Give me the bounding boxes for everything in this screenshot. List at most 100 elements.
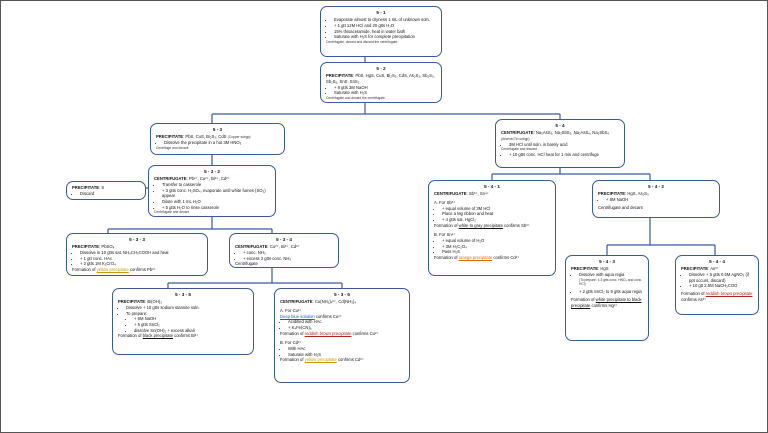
- step-item: + equal volume of 3M HCl: [442, 206, 550, 212]
- species-line: PRECIPITATE: PbS, HgS, CuS, Bi₂S₃, CdS, …: [326, 73, 435, 84]
- step-item: To prepare:: [126, 311, 248, 317]
- step-note: Centrifugate and decant: [598, 204, 643, 210]
- step-item: + 5 gtts H₂O to rinse casserole: [162, 205, 270, 211]
- step-5-4-2-box: 5 - 4 - 2 PRECIPITATE: HgS, As₂S₃ + 8M N…: [592, 180, 720, 218]
- species-line: PRECIPITATE: S: [72, 185, 105, 190]
- confirm-highlight: yellow precipitate: [96, 266, 129, 272]
- species-line: PRECIPITATE: Bi(OH)₃: [118, 299, 162, 305]
- species-label: CENTRIFUGATE: [154, 176, 187, 182]
- test-a-label: A. For Sb³⁺: [434, 199, 456, 205]
- step-item: Saturate with H₂S: [288, 352, 404, 358]
- step-5-3-2-box: 5 - 3 - 2 CENTRIFUGATE: Pb²⁺, Cu²⁺, Bi³⁺…: [148, 165, 276, 217]
- substep-list: + 6M NaOH + 5 gtts SnCl₂ dissolve Sn(OH)…: [118, 316, 248, 333]
- species-text: As³⁺: [710, 266, 719, 272]
- step-item: Evaporate almost to dryness 1 mL of unkn…: [334, 17, 436, 23]
- step-item: + excess 3 gtts conc. NH₃: [243, 256, 333, 262]
- step-item: Dissolve with aqua regia: [579, 272, 643, 278]
- step-list: Dissolve in 10 gtts sat. NH₄CH₃COOH and …: [72, 250, 202, 267]
- step-5-3-5-box: 5 - 3 - 5 PRECIPITATE: Bi(OH)₃ Dissolve …: [112, 288, 254, 355]
- step-item: Dissolve + 5 gtts 0.5M AgNO₃ (if ppt occ…: [689, 272, 753, 283]
- species-line: CENTRIFUGATE: Sb³⁺, Sn⁴⁺: [434, 191, 490, 197]
- confirm-prefix: Formation of: [280, 357, 305, 363]
- step-5-4-4-box: 5 - 4 - 4 PRECIPITATE: As³⁺ Dissolve + 5…: [675, 255, 759, 315]
- confirmation-line: Formation of yellow precipitate confirms…: [280, 357, 404, 363]
- confirm-suffix: confirms Pb²⁺: [128, 266, 156, 272]
- step-item: + 2 gtts 1M K₂CrO₄: [80, 261, 202, 267]
- observation-suffix: confirms Cu²⁺: [314, 313, 342, 319]
- test-b-label: B. For Sn⁴⁺: [434, 232, 456, 238]
- step-title: 5 - 4 - 4: [709, 259, 725, 264]
- step-item: + 3 gtts conc. H₂SO₄, evaporate until wh…: [162, 188, 270, 199]
- connector-32-33-34: [107, 217, 273, 233]
- species-line: CENTRIFUGATE: Pb²⁺, Cu²⁺, Bi³⁺, Cd²⁺: [154, 176, 230, 182]
- step-note: Centrifugate and decant the centrifugate…: [326, 95, 386, 100]
- species-text: PbSO₄: [101, 244, 115, 250]
- step-item: + 1 gtt 12M HCl and 20 gtts H₂O: [334, 23, 436, 29]
- step-item: + 8 gtts 3M NaOH: [334, 85, 436, 91]
- species-text: Bi(OH)₃: [147, 299, 162, 305]
- step-5-4-1-box: 5 - 4 - 1 CENTRIFUGATE: Sb³⁺, Sn⁴⁺ A. Fo…: [428, 180, 556, 276]
- confirm-highlight: yellow precipitate: [304, 357, 337, 363]
- confirmation-line: Formation of reddish brown precipitate c…: [280, 331, 404, 337]
- step-item: 15% thioacetamide, heat in water bath: [334, 29, 436, 35]
- step-item: + conc. NH₃: [243, 250, 333, 256]
- species-text: HgS: [600, 266, 609, 272]
- confirm-prefix: Formation of: [72, 266, 97, 272]
- species-label: CENTRIFUGATE: [235, 244, 268, 250]
- step-item: With HAc: [288, 346, 404, 352]
- step-item: Dissolve in 10 gtts sat. NH₄CH₃COOH and …: [80, 250, 202, 256]
- species-label: PRECIPITATE: [681, 266, 709, 272]
- confirm-prefix: Formation of: [280, 330, 305, 336]
- step-5-2-box: 5 - 2 PRECIPITATE: PbS, HgS, CuS, Bi₂S₃,…: [320, 62, 442, 103]
- step-item: Discard: [80, 191, 140, 197]
- confirm-prefix: Formation of: [118, 333, 143, 339]
- confirm-prefix: Formation of: [434, 254, 459, 260]
- species-label: CENTRIFUGATE: [280, 299, 313, 305]
- step-list: + conc. NH₃ + excess 3 gtts conc. NH₃: [235, 250, 333, 261]
- confirm-suffix: confirms Cd²⁺: [336, 357, 364, 363]
- step-5-3-3-box: 5 - 3 - 3 PRECIPITATE: PbSO₄ Dissolve in…: [66, 233, 208, 276]
- species-text: Cu(NH₃)₄²⁺, Cd(NH₃)₄: [314, 299, 356, 305]
- step-item: Dissolve the precipitate in a hot 3M HNO…: [164, 140, 279, 146]
- species-text: Pb²⁺, Cu²⁺, Bi³⁺, Cd²⁺: [188, 176, 230, 182]
- step-list: Dissolve the precipitate in a hot 3M HNO…: [156, 140, 279, 146]
- species-label: PRECIPITATE: [72, 244, 100, 250]
- species-text: HgS, As₂S₃: [627, 191, 649, 197]
- step-list: + 8 gtts 3M NaOH Saturate with H₂S: [326, 85, 436, 96]
- connector-34-35-36: [167, 268, 343, 288]
- confirmation-line: Formation of white precipitate to black …: [571, 297, 643, 308]
- step-5-1-box: 5 - 1 Evaporate almost to dryness 1 mL o…: [320, 6, 442, 57]
- confirm-suffix: confirms Hg²⁺: [590, 302, 618, 308]
- step-item: Transfer to casserole: [162, 182, 270, 188]
- precipitate-sulfur-box: PRECIPITATE: S Discard: [66, 181, 146, 200]
- step-list: Dissolve + 10 gtts sodium stannite soln.…: [118, 305, 248, 316]
- confirmation-line: Formation of black precipitate confirms …: [118, 333, 248, 339]
- substep-item: + 5 gtts SnCl₂: [134, 322, 248, 328]
- step-5-3-box: 5 - 3 PRECIPITATE: PbS, CuS, Bi₂S₃, CdS …: [150, 123, 285, 155]
- step-note: Centrifuge and decant: [156, 145, 189, 150]
- species-line: CENTRIFUGATE: Na₃AsS₃, Na₃SbS₃, Na₂AsS₄,…: [501, 130, 609, 141]
- species-line: PRECIPITATE: PbSO₄: [72, 244, 115, 250]
- step-item: Pass H₂S: [442, 249, 550, 255]
- confirm-highlight: reddish brown precipitate: [304, 330, 352, 336]
- step-title: 5 - 3 - 6: [334, 292, 350, 297]
- species-text: Sb³⁺, Sn⁴⁺: [468, 191, 490, 197]
- step-item: Saturate with H₂S for complete precipita…: [334, 34, 436, 40]
- step-list: Transfer to casserole + 3 gtts conc. H₂S…: [154, 182, 270, 210]
- step-item: Dilute with 1 mL H₂O: [162, 199, 270, 205]
- step-note: Centrifugate: [235, 261, 258, 267]
- step-item: + K₄Fe(CN)₆: [288, 325, 404, 331]
- confirm-suffix: confirms As³⁺: [681, 296, 707, 302]
- step-title: 5 - 3: [212, 127, 223, 132]
- species-text: Cu²⁺, Bi³⁺, Cd²⁺: [269, 244, 300, 250]
- step-5-4-3-box: 5 - 4 - 3 PRECIPITATE: HgS Dissolve with…: [565, 255, 649, 341]
- step-title: 5 - 4 - 1: [484, 184, 500, 189]
- step-list: Dissolve with aqua regia: [571, 272, 643, 278]
- step-title: 5 - 4 - 2: [648, 184, 664, 189]
- step-title: 5 - 2: [376, 66, 386, 71]
- step-note: (To prepare: 1:3 gtts conc. HNO₃ and con…: [579, 277, 643, 286]
- confirmation-line: Formation of yellow precipitate confirms…: [72, 267, 202, 273]
- step-item: + 4 gtts sat. HgCl₂: [442, 217, 550, 223]
- confirm-highlight: reddish brown precipitate: [705, 290, 753, 296]
- step-title: 5 - 3 - 3: [129, 237, 145, 242]
